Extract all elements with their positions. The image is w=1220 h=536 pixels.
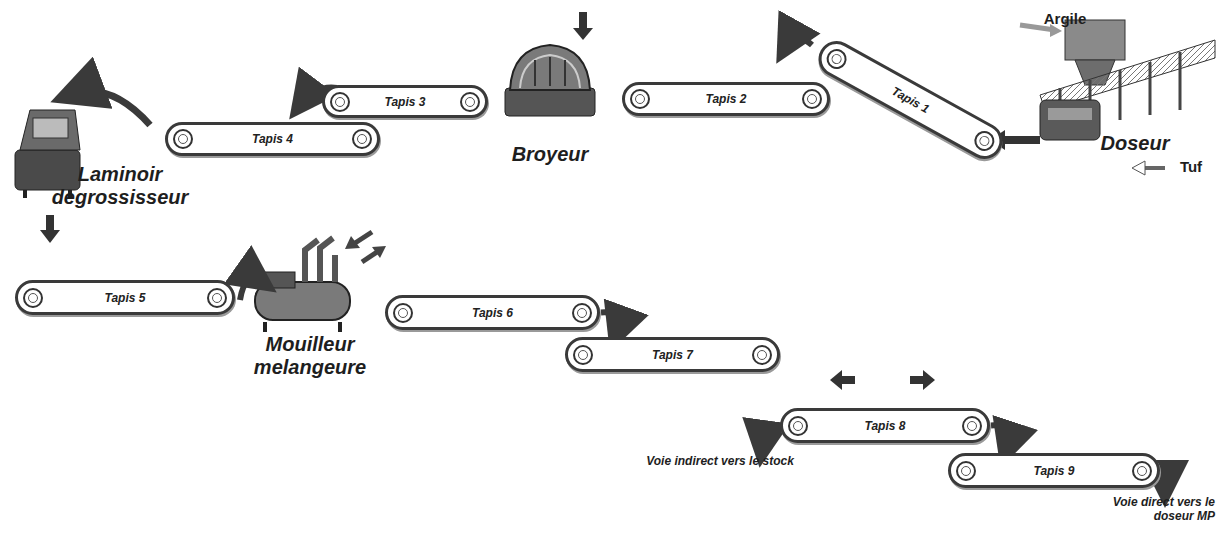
roller	[823, 45, 850, 72]
reverse-arrow-head	[830, 370, 842, 390]
broyeur-machine	[505, 12, 595, 116]
machine-label: Voie indirect vers le stock	[640, 455, 800, 469]
belt-label: Tapis 3	[383, 95, 428, 109]
roller	[1132, 461, 1152, 481]
machine-label: Broyeur	[495, 143, 605, 166]
doseur-machine	[990, 20, 1215, 175]
belt-label: Tapis 2	[704, 92, 749, 106]
flow-connector	[601, 312, 618, 335]
reverse-arrow	[840, 376, 855, 384]
belt-label: Tapis 1	[887, 83, 933, 117]
belt-label: Tapis 5	[103, 291, 148, 305]
belt-label: Tapis 4	[250, 132, 295, 146]
machine-label: Voie direct vers le doseur MP	[1070, 496, 1215, 524]
forward-arrow-head	[923, 370, 935, 390]
roller	[802, 89, 822, 109]
conveyor-belt: Tapis 9	[948, 453, 1160, 488]
conveyor-belt: Tapis 1	[812, 35, 1009, 166]
roller	[788, 416, 808, 436]
roller	[352, 129, 372, 149]
machine-label: Argile	[1030, 10, 1100, 27]
belt-label: Tapis 7	[650, 348, 695, 362]
roller	[971, 127, 998, 154]
conveyor-belt: Tapis 7	[565, 337, 780, 372]
belt-label: Tapis 8	[863, 419, 908, 433]
roller	[207, 288, 227, 308]
roller	[330, 92, 350, 112]
machine-label: Doseur	[1092, 132, 1178, 155]
forward-arrow	[910, 376, 925, 384]
roller	[956, 461, 976, 481]
conveyor-belt: Tapis 3	[322, 85, 488, 118]
roller	[173, 129, 193, 149]
conveyor-belt: Tapis 4	[165, 122, 380, 156]
roller	[573, 345, 593, 365]
roller	[460, 92, 480, 112]
conveyor-belt: Tapis 6	[385, 295, 600, 330]
roller	[630, 89, 650, 109]
machine-label: Tuf	[1168, 158, 1214, 175]
roller	[572, 303, 592, 323]
conveyor-belt: Tapis 2	[622, 82, 830, 116]
roller	[23, 288, 43, 308]
roller	[962, 416, 982, 436]
roller	[752, 345, 772, 365]
belt-label: Tapis 9	[1032, 464, 1077, 478]
conveyor-belt: Tapis 5	[15, 280, 235, 315]
flow-arrows	[300, 38, 1165, 490]
mouilleur-machine	[240, 232, 386, 332]
belt-label: Tapis 6	[470, 306, 515, 320]
machine-label: Laminoir degrossisseur	[25, 163, 215, 209]
machine-label: Mouilleur melangeure	[240, 333, 380, 379]
conveyor-belt: Tapis 8	[780, 408, 990, 443]
flow-connector	[991, 425, 1008, 451]
roller	[393, 303, 413, 323]
